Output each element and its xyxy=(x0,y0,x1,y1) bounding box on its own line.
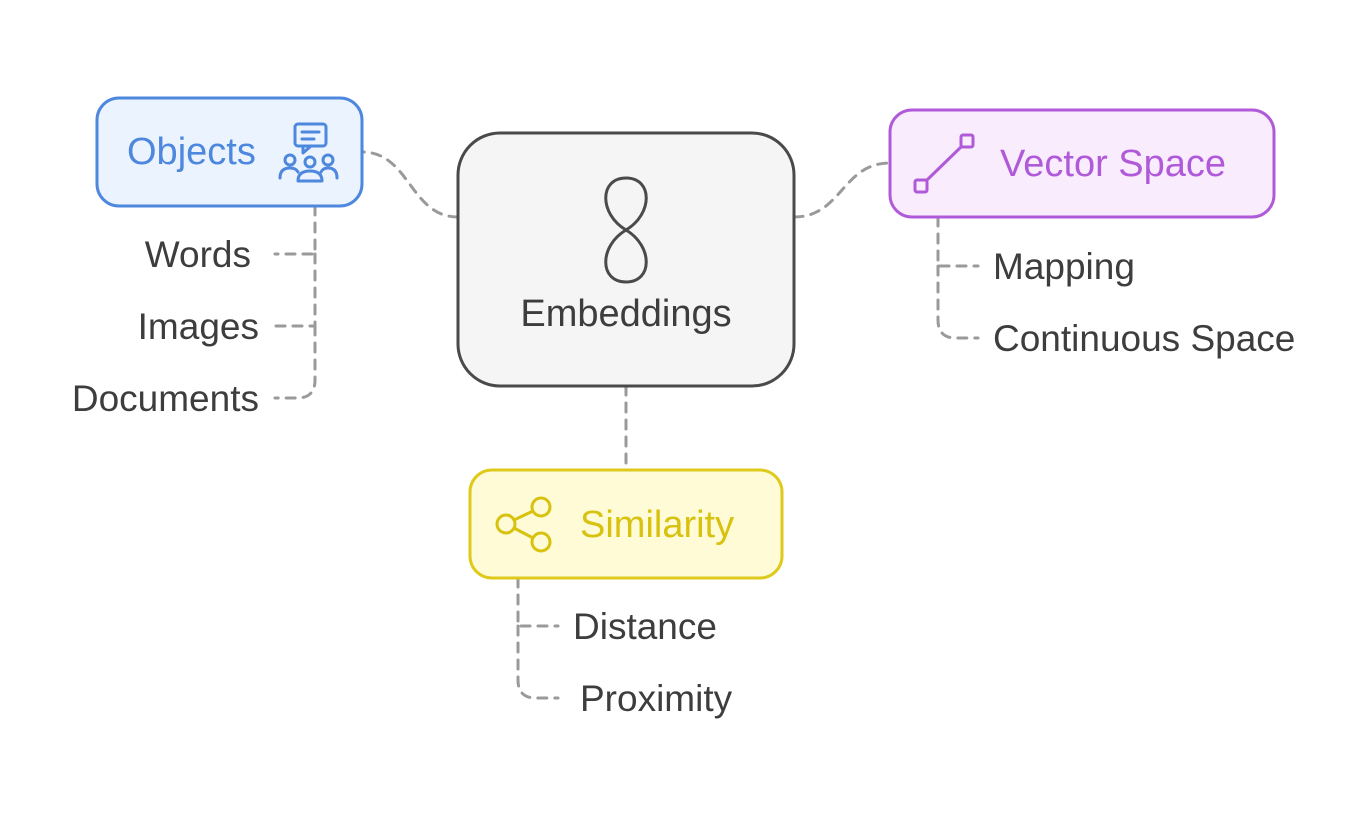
similarity-node[interactable]: Similarity xyxy=(468,468,784,580)
center-node[interactable]: Embeddings xyxy=(456,131,796,388)
connector-center-vector-space xyxy=(792,161,892,219)
connector-similarity-distance xyxy=(516,576,560,628)
vector-space-node[interactable]: Vector Space xyxy=(888,108,1276,219)
leaf-proximity: Proximity xyxy=(580,678,733,719)
center-box xyxy=(456,131,796,388)
leaf-images: Images xyxy=(138,306,259,347)
line-segment-icon xyxy=(913,133,975,194)
leaf-mapping: Mapping xyxy=(993,246,1135,287)
connector-vector-space-continuous xyxy=(936,264,980,340)
leaf-documents: Documents xyxy=(72,378,259,419)
connector-similarity-proximity xyxy=(516,624,560,700)
vector-space-label: Vector Space xyxy=(1000,143,1226,185)
connector-objects-words xyxy=(273,204,317,256)
connector-vector-space-mapping xyxy=(936,215,980,268)
share-nodes-icon xyxy=(495,496,552,553)
connector-objects-documents xyxy=(273,324,317,400)
users-chat-icon xyxy=(278,122,339,183)
similarity-box xyxy=(468,468,784,580)
vector-space-leaves: Mapping Continuous Space xyxy=(993,246,1295,359)
objects-label: Objects xyxy=(127,131,256,173)
infinity-icon xyxy=(604,176,648,284)
leaf-words: Words xyxy=(145,234,251,275)
objects-leaves: Words Images Documents xyxy=(72,234,259,419)
leaf-continuous-space: Continuous Space xyxy=(993,318,1295,359)
leaf-distance: Distance xyxy=(573,606,717,647)
objects-node[interactable]: Objects xyxy=(95,96,364,208)
connector-center-objects xyxy=(360,150,460,219)
connectors xyxy=(273,150,980,700)
vector-space-box xyxy=(888,108,1276,219)
similarity-label: Similarity xyxy=(580,504,734,546)
center-label: Embeddings xyxy=(520,293,731,335)
connector-objects-images xyxy=(273,252,317,328)
similarity-leaves: Distance Proximity xyxy=(573,606,733,719)
